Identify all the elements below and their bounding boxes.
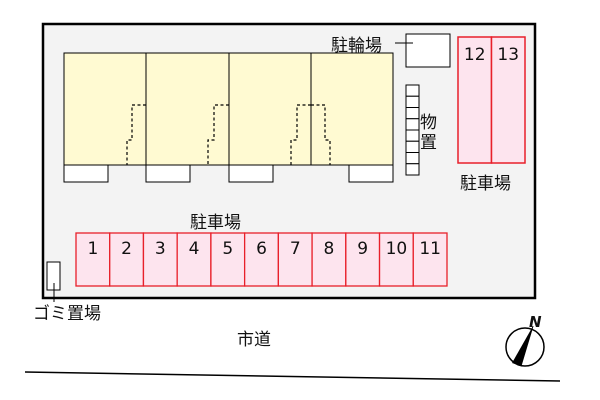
parking-space — [311, 232, 347, 287]
parking-bottom-label: 駐車場 — [190, 213, 241, 233]
road-edge — [24, 371, 561, 382]
parking-space-number: 6 — [256, 239, 267, 259]
porch-3 — [228, 164, 274, 183]
storage-cell — [405, 118, 420, 131]
north-label: N — [529, 313, 542, 331]
parking-space — [142, 232, 178, 287]
parking-bottom: 1 2 3 4 5 6 7 8 9 10 11 — [75, 232, 448, 287]
storage-cell — [405, 152, 420, 165]
compass-icon: N — [505, 313, 545, 367]
porch-2 — [145, 164, 191, 183]
garbage-label: ゴミ置場 — [33, 303, 101, 324]
parking-space-number: 13 — [497, 45, 519, 65]
parking-space-number: 11 — [419, 239, 441, 259]
parking-right: 12 13 — [457, 36, 526, 164]
parking-right-label: 駐車場 — [460, 174, 511, 194]
storage-cell — [405, 163, 420, 176]
storage-cell — [405, 107, 420, 120]
parking-space-number: 3 — [155, 239, 166, 259]
storage-shed — [405, 84, 420, 176]
storage-cell — [405, 84, 420, 97]
parking-space — [75, 232, 111, 287]
parking-space-number: 1 — [87, 239, 98, 259]
road-label: 市道 — [237, 330, 271, 350]
parking-space — [412, 232, 448, 287]
apartment-building — [63, 52, 394, 183]
parking-space-number: 10 — [386, 239, 408, 259]
parking-space-number: 9 — [357, 239, 368, 259]
unit-3 — [228, 52, 312, 166]
parking-space-number: 4 — [189, 239, 200, 259]
storage-label-1: 物 — [420, 113, 437, 133]
unit-2 — [145, 52, 230, 166]
parking-space — [243, 232, 280, 287]
parking-space — [176, 232, 212, 287]
parking-space-number: 12 — [464, 45, 486, 65]
parking-space — [210, 232, 246, 287]
bicycle-parking-label: 駐輪場 — [331, 36, 382, 56]
parking-space-number: 8 — [324, 239, 335, 259]
parking-space-number: 2 — [121, 239, 132, 259]
parking-space-number: 5 — [222, 239, 233, 259]
parking-space-number: 7 — [290, 239, 301, 259]
unit-1 — [63, 52, 147, 166]
storage-cell — [405, 95, 420, 108]
unit-4 — [310, 52, 394, 166]
parking-space — [490, 36, 526, 164]
porch-4 — [348, 164, 394, 183]
stair-outlines — [126, 104, 331, 165]
parking-space — [378, 232, 414, 287]
storage-label-2: 置 — [420, 133, 437, 153]
porch-1 — [63, 164, 109, 183]
storage-cell — [405, 129, 420, 142]
bicycle-parking — [405, 33, 451, 68]
storage-cell — [405, 140, 420, 153]
